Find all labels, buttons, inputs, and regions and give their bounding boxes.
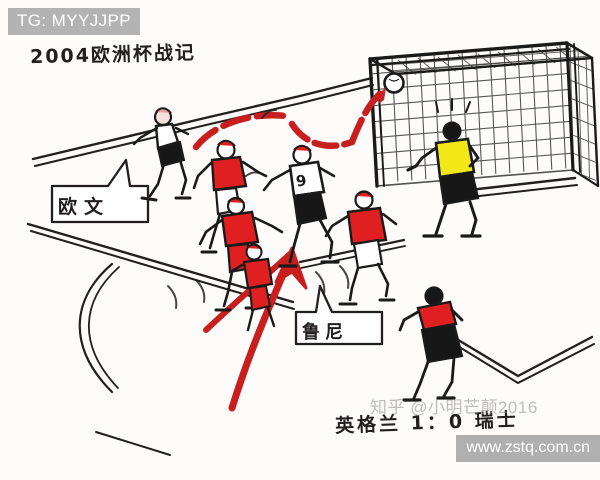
player-red-3 bbox=[324, 190, 398, 306]
goal-right-post bbox=[565, 41, 575, 172]
goal-left-post bbox=[368, 57, 379, 188]
goalkeeper bbox=[406, 98, 482, 238]
goal-crossbar bbox=[368, 41, 569, 61]
player-red-4 bbox=[228, 243, 276, 332]
goalkeeper-jersey bbox=[434, 137, 476, 179]
shock-marks bbox=[435, 98, 471, 113]
player-white-left bbox=[132, 107, 192, 202]
url-watermark: www.zstq.com.cn bbox=[456, 435, 600, 462]
ball-trajectory-arrow bbox=[192, 88, 386, 151]
player-white-number-9 bbox=[262, 144, 340, 268]
zhihu-watermark: 知乎 @小明芒颠2016 bbox=[370, 398, 538, 417]
callout-owen-box bbox=[50, 158, 150, 224]
tg-tag-banner: TG: MYYJJPP bbox=[8, 8, 140, 35]
player-red-right bbox=[398, 286, 464, 402]
ball-in-net bbox=[383, 72, 405, 94]
callout-label-owen: 欧文 bbox=[58, 196, 111, 218]
cartoon-title: 2004欧洲杯战记 bbox=[29, 41, 197, 69]
goalkeeper-shorts bbox=[438, 170, 480, 206]
callout-rooney-box bbox=[294, 284, 384, 346]
callout-label-rooney: 鲁尼 bbox=[302, 322, 348, 343]
ground-marks bbox=[167, 109, 350, 309]
